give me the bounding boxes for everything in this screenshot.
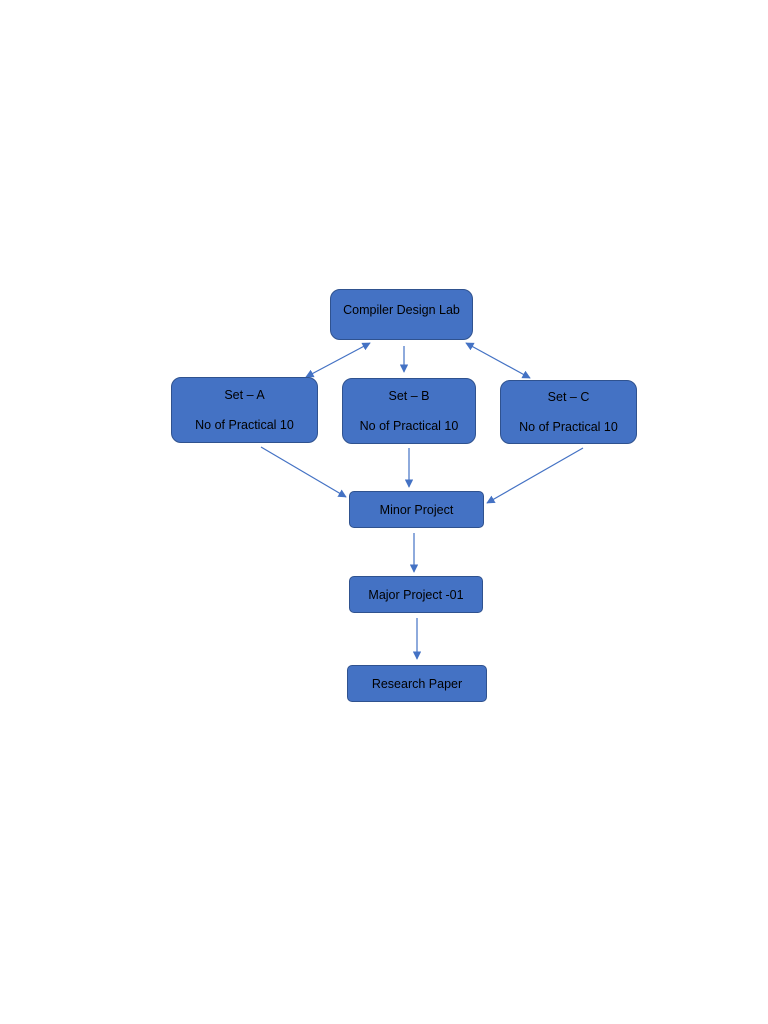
node-major-project: Major Project -01: [349, 576, 483, 613]
arrow-set-a-to-minor: [260, 446, 347, 498]
arrow-compiler-to-set-a: [305, 342, 371, 378]
node-title: Set – B: [388, 389, 430, 403]
node-label: Major Project -01: [368, 587, 464, 602]
node-title: Set – C: [547, 390, 590, 404]
node-label: Compiler Design Lab: [343, 303, 460, 317]
node-subtitle: No of Practical 10: [519, 420, 618, 434]
node-set-c: Set – C No of Practical 10: [500, 380, 637, 444]
node-subtitle: No of Practical 10: [359, 419, 459, 433]
node-minor-project: Minor Project: [349, 491, 484, 528]
node-title: Set – A: [224, 388, 265, 402]
node-subtitle: No of Practical 10: [195, 418, 294, 432]
arrow-set-c-to-minor: [486, 447, 584, 504]
node-set-b: Set – B No of Practical 10: [342, 378, 476, 444]
node-set-a: Set – A No of Practical 10: [171, 377, 318, 443]
arrow-compiler-to-set-c: [465, 342, 531, 379]
node-label: Research Paper: [371, 676, 463, 691]
node-label: Minor Project: [379, 502, 454, 517]
node-compiler-design-lab: Compiler Design Lab: [330, 289, 473, 340]
node-research-paper: Research Paper: [347, 665, 487, 702]
